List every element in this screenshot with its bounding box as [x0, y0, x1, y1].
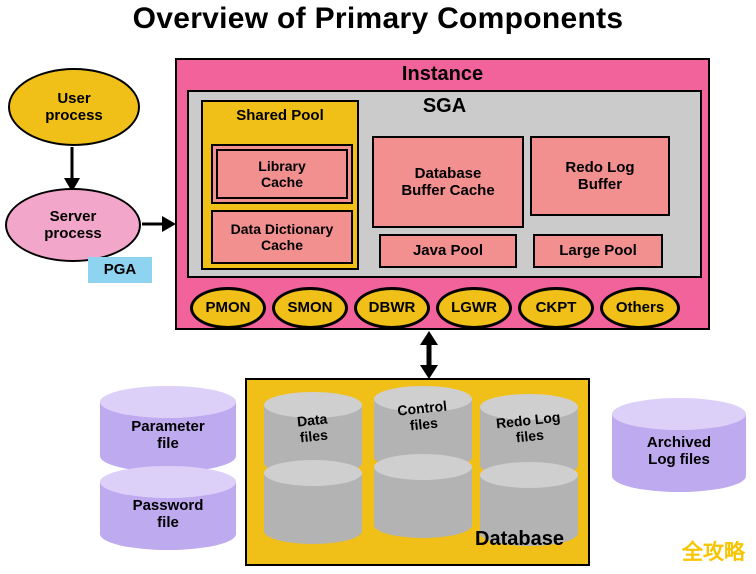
sga-label: SGA: [422, 95, 467, 117]
pga-label: PGA: [103, 261, 137, 279]
node-data-dictionary-cache: Data Dictionary Cache: [211, 210, 353, 264]
instance-label: Instance: [401, 63, 484, 85]
archived-log-files-cylinder: Archived Log files: [612, 398, 746, 492]
library-cache-label: Library Cache: [258, 157, 306, 190]
control-files-cylinder: Control files: [374, 386, 472, 538]
node-user-process: User process: [8, 68, 140, 146]
node-process-lgwr: LGWR: [436, 287, 512, 329]
arrow-instance-to-database: [420, 331, 438, 379]
parameter-file-cylinder: Parameter file: [100, 386, 236, 472]
database-label: Database: [475, 528, 564, 550]
server-process-label: Server process: [44, 207, 102, 242]
java-pool-label: Java Pool: [412, 242, 484, 260]
shared-pool-label: Shared Pool: [236, 107, 324, 124]
node-pga: PGA: [88, 257, 152, 283]
password-file-cylinder: Password file: [100, 466, 236, 550]
redo-log-files-disk-bottom: [480, 462, 578, 546]
node-database-buffer-cache: Database Buffer Cache: [372, 136, 524, 228]
archived-log-files-label: Archived Log files: [646, 433, 712, 468]
database-container: Data files Control files Redo Log files …: [245, 378, 590, 566]
node-process-ckpt: CKPT: [518, 287, 594, 329]
pmon-label: PMON: [205, 299, 251, 317]
redo-log-buffer-label: Redo Log Buffer: [565, 158, 635, 193]
control-files-disk-bottom: [374, 454, 472, 538]
node-redo-log-buffer: Redo Log Buffer: [530, 136, 670, 216]
node-library-cache: Library Cache: [211, 144, 353, 204]
password-file-label: Password file: [132, 496, 204, 531]
node-process-others: Others: [600, 287, 680, 329]
page-title: Overview of Primary Components: [132, 2, 624, 35]
node-process-pmon: PMON: [190, 287, 266, 329]
sga-container: SGA Shared Pool Library Cache Data Dicti…: [187, 90, 702, 278]
parameter-file-label: Parameter file: [131, 417, 205, 452]
user-process-label: User process: [45, 89, 103, 124]
data-dictionary-cache-label: Data Dictionary Cache: [230, 220, 334, 253]
instance-container: Instance SGA Shared Pool Library Cache D…: [175, 58, 710, 330]
arrow-user-to-server: [64, 147, 80, 192]
smon-label: SMON: [287, 299, 333, 317]
database-buffer-cache-label: Database Buffer Cache: [401, 164, 495, 199]
arrow-server-to-instance: [142, 216, 176, 232]
shared-pool-container: Shared Pool Library Cache Data Dictionar…: [201, 100, 359, 270]
node-server-process: Server process: [5, 188, 141, 262]
ckpt-label: CKPT: [535, 299, 577, 317]
others-label: Others: [615, 299, 665, 317]
node-large-pool: Large Pool: [533, 234, 663, 268]
data-files-disk-bottom: [264, 460, 362, 544]
data-files-cylinder: Data files: [264, 392, 362, 544]
node-process-smon: SMON: [272, 287, 348, 329]
node-java-pool: Java Pool: [379, 234, 517, 268]
node-process-dbwr: DBWR: [354, 287, 430, 329]
large-pool-label: Large Pool: [559, 242, 637, 260]
dbwr-label: DBWR: [368, 299, 416, 317]
watermark-text: 全攻略: [682, 541, 745, 564]
lgwr-label: LGWR: [451, 299, 497, 317]
redo-log-files-cylinder: Redo Log files: [480, 394, 578, 546]
